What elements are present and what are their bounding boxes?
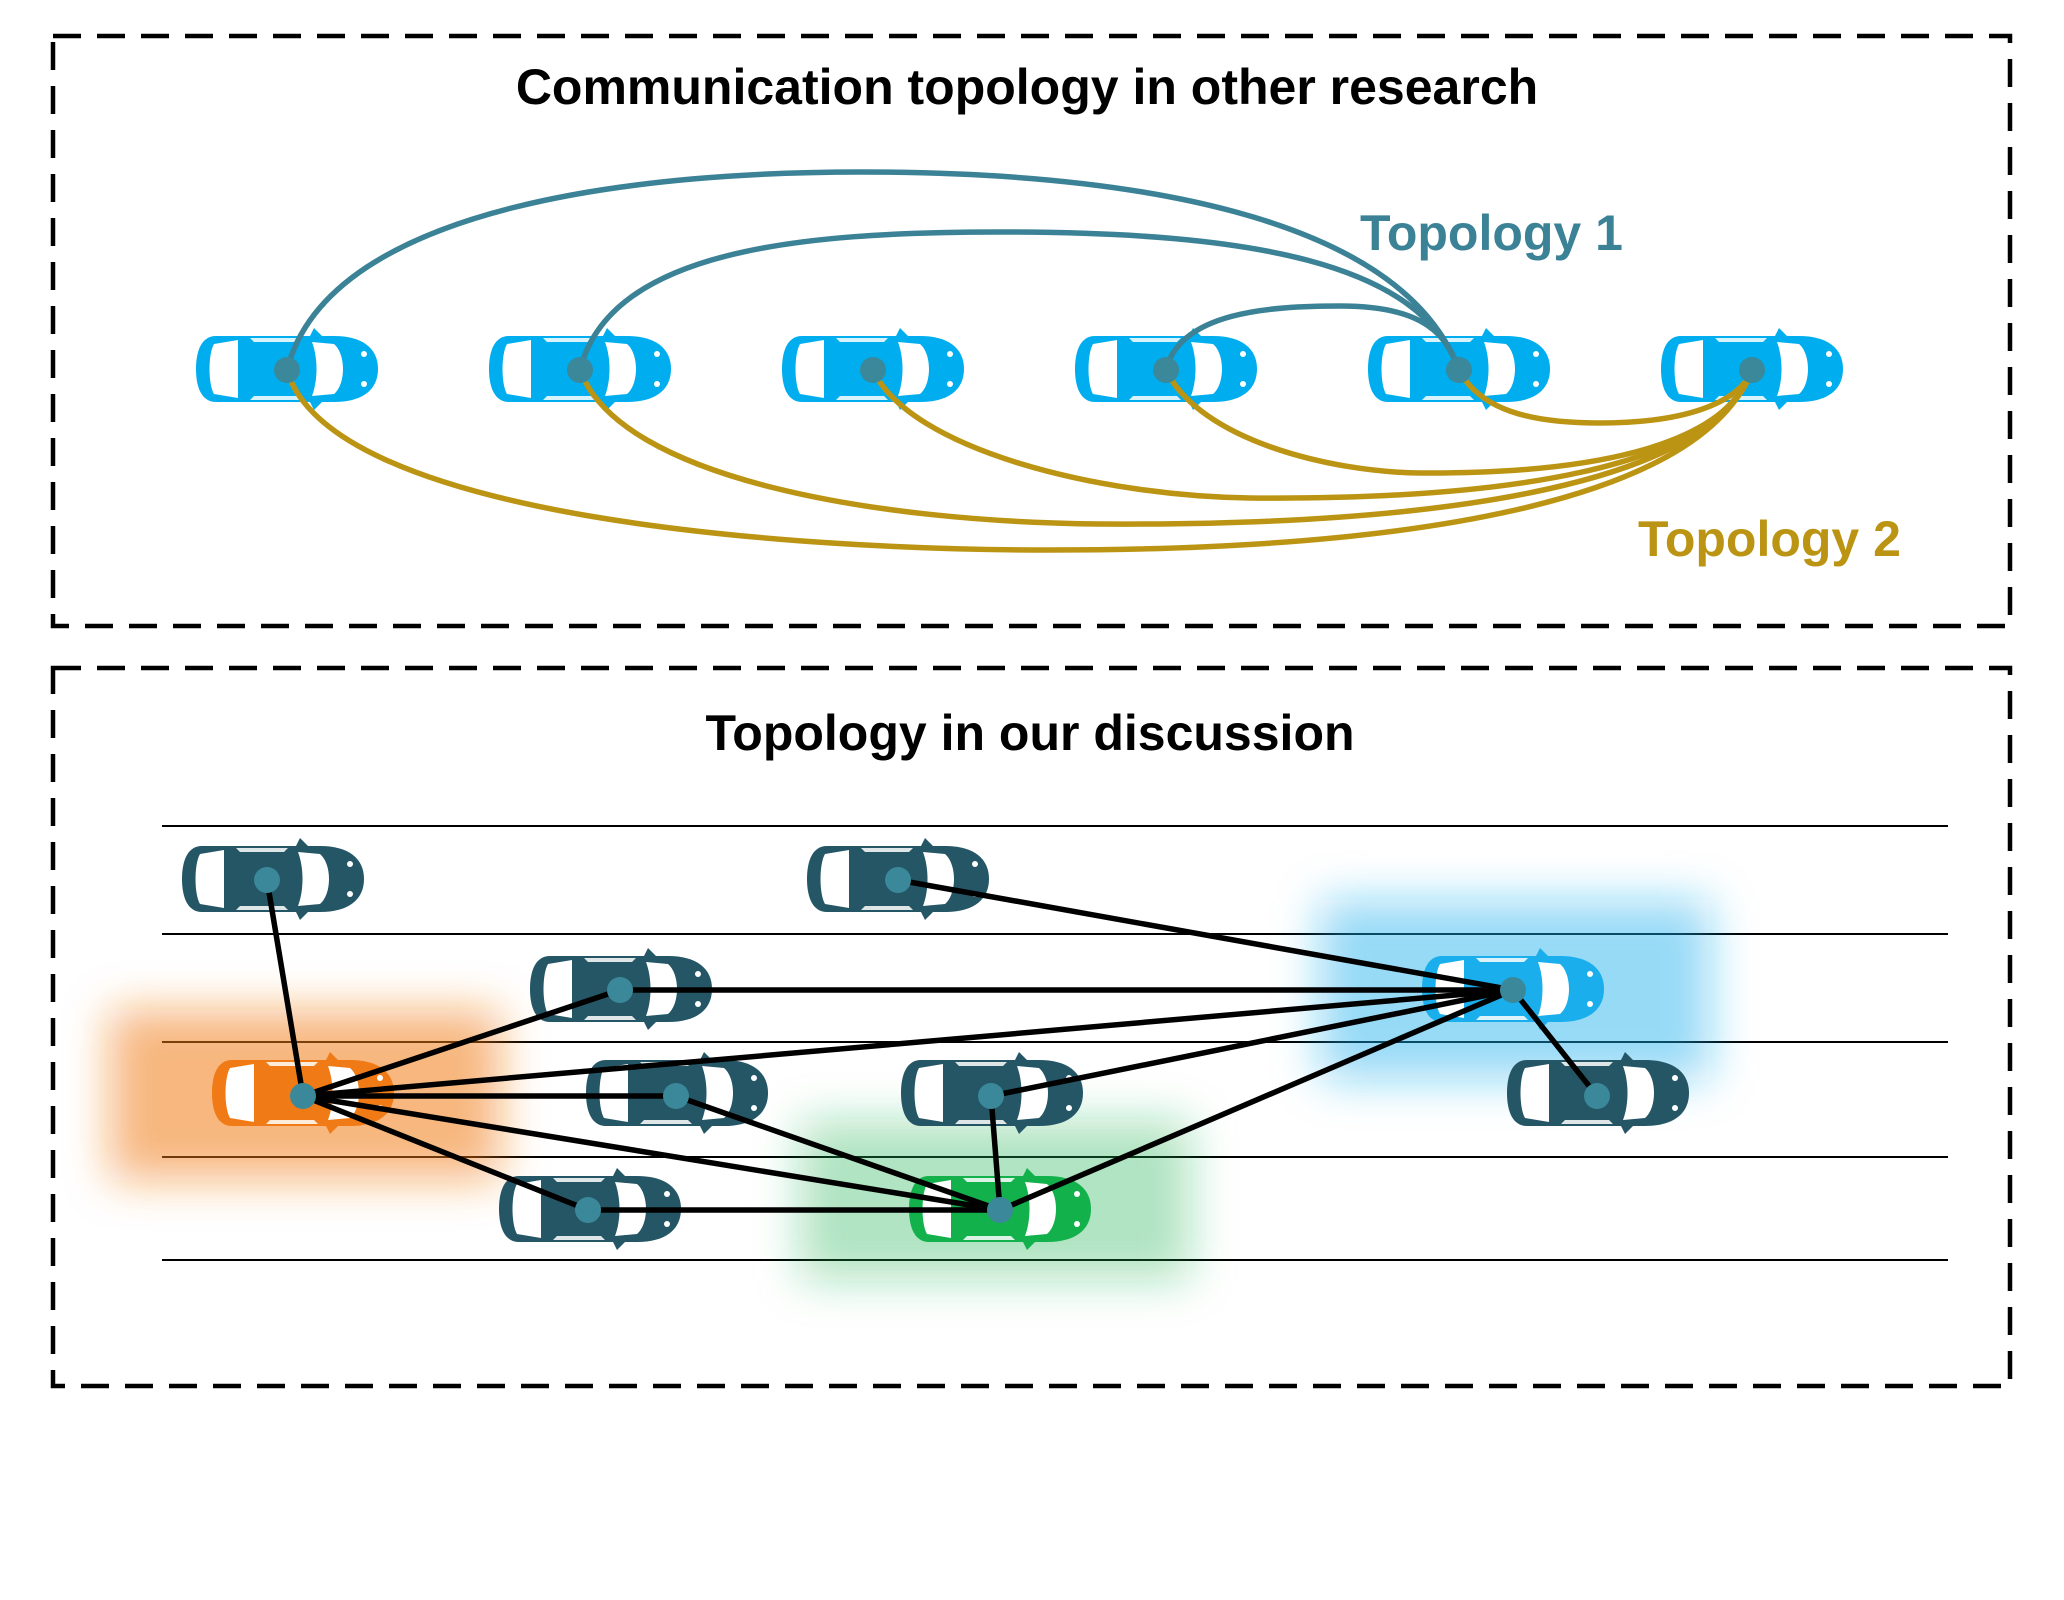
platoon-node-2: [567, 357, 593, 383]
link: [300, 987, 623, 1099]
topology-1-label: Topology 1: [1360, 205, 1623, 261]
link: [673, 1093, 1003, 1213]
topology-2-link: [284, 369, 1755, 553]
topology-2-links: [284, 368, 1755, 553]
vehicle-node: [575, 1197, 601, 1223]
vehicle-node: [290, 1083, 316, 1109]
vehicle-node: [607, 977, 633, 1003]
top-panel-border: [50, 33, 2013, 629]
topology-1-link: [577, 229, 1462, 371]
top-panel-title: Communication topology in other research: [516, 59, 1538, 115]
vehicle-node: [987, 1197, 1013, 1223]
vehicle-node: [1584, 1083, 1610, 1109]
platoon-node-1: [274, 357, 300, 383]
platoon-node-4: [1153, 357, 1179, 383]
link: [997, 987, 1516, 1213]
platoon-node-6: [1739, 357, 1765, 383]
communication-links: [264, 877, 1600, 1213]
topology-1-link: [284, 169, 1462, 371]
vehicle-nodes: [254, 867, 1610, 1223]
platoon-cars: [196, 328, 1843, 410]
topology-2-link: [577, 369, 1755, 527]
vehicle-node: [1500, 977, 1526, 1003]
platoon-nodes: [274, 357, 1765, 383]
link: [264, 877, 306, 1099]
link: [300, 1093, 591, 1213]
vehicle-node: [978, 1083, 1004, 1109]
link: [988, 987, 1516, 1099]
link: [300, 1093, 1003, 1213]
link: [988, 1093, 1003, 1213]
bottom-panel-title: Topology in our discussion: [705, 705, 1354, 761]
topology-2-link: [1456, 368, 1755, 426]
platoon-node-3: [860, 357, 886, 383]
link: [895, 877, 1516, 993]
vehicle-node: [254, 867, 280, 893]
link: [1510, 987, 1600, 1099]
topology-1-link: [1163, 303, 1462, 371]
vehicle-node: [885, 867, 911, 893]
topology-2-link: [1163, 368, 1755, 476]
vehicle-node: [663, 1083, 689, 1109]
link: [300, 987, 1516, 1099]
platoon-node-5: [1446, 357, 1472, 383]
bottom-panel-border: [50, 665, 2013, 1389]
topology-2-label: Topology 2: [1638, 511, 1901, 567]
topology-1-links: [284, 169, 1462, 371]
